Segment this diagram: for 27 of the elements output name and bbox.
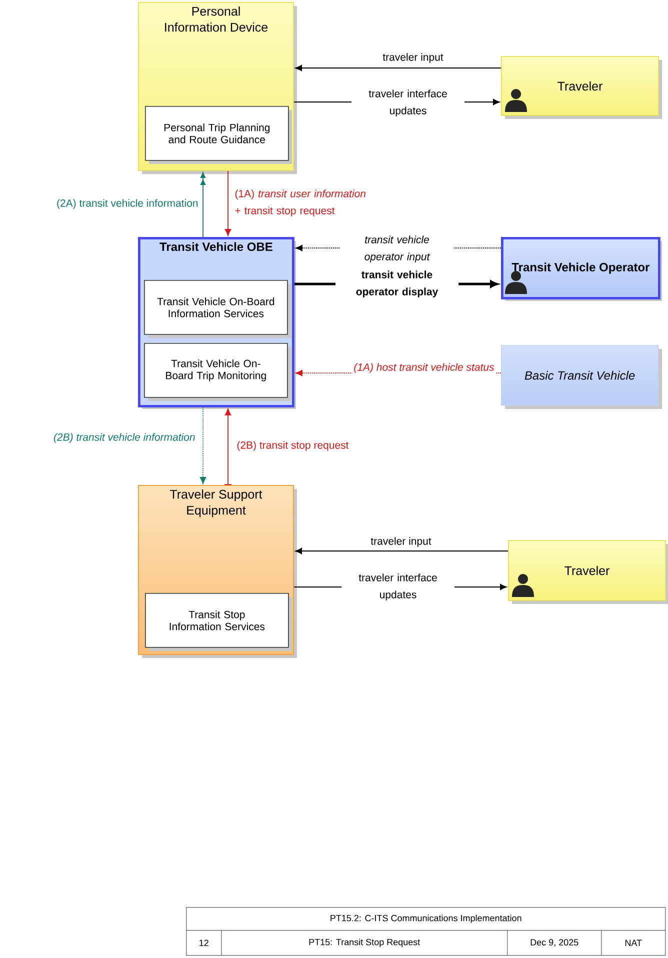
terminator-box: Transit Vehicle Operator — [501, 237, 660, 300]
arrow — [295, 64, 502, 72]
arrow — [295, 548, 508, 554]
edge-label: traveler interface updates — [352, 88, 464, 118]
arrow — [200, 406, 206, 484]
edge-label: (1A) host transit vehicle status — [352, 362, 496, 374]
function-box: Transit Vehicle On-Board Information Services — [144, 280, 288, 335]
edge-label: traveler input — [381, 52, 445, 64]
terminator-box: Traveler — [501, 56, 659, 116]
table-cell: 12 — [186, 930, 222, 956]
function-box: Personal Trip Planning and Route Guidance — [145, 106, 289, 161]
edge-label: (2B) transit stop request — [235, 440, 350, 452]
function-box: Transit Vehicle On-Board Trip Monitoring — [144, 343, 288, 398]
arrow — [224, 170, 232, 236]
edge-label: (1A) transit user information + transit stop request — [233, 188, 372, 218]
edge-label: traveler input — [369, 536, 433, 548]
edge-label: (2A) transit vehicle information — [55, 198, 200, 210]
arrow — [200, 172, 206, 238]
edge-label: transit vehicle operator display — [336, 269, 458, 299]
table-cell: Dec 9, 2025 — [507, 930, 602, 956]
edge-label: (2B) transit vehicle information — [52, 432, 197, 444]
edge-label: traveler interface updates — [342, 572, 454, 602]
function-box: Transit Stop Information Services — [145, 593, 289, 648]
table-cell: NAT — [601, 930, 666, 956]
terminator-box: Basic Transit Vehicle — [501, 345, 659, 406]
arrow — [224, 408, 232, 485]
terminator-box: Traveler — [508, 540, 666, 601]
